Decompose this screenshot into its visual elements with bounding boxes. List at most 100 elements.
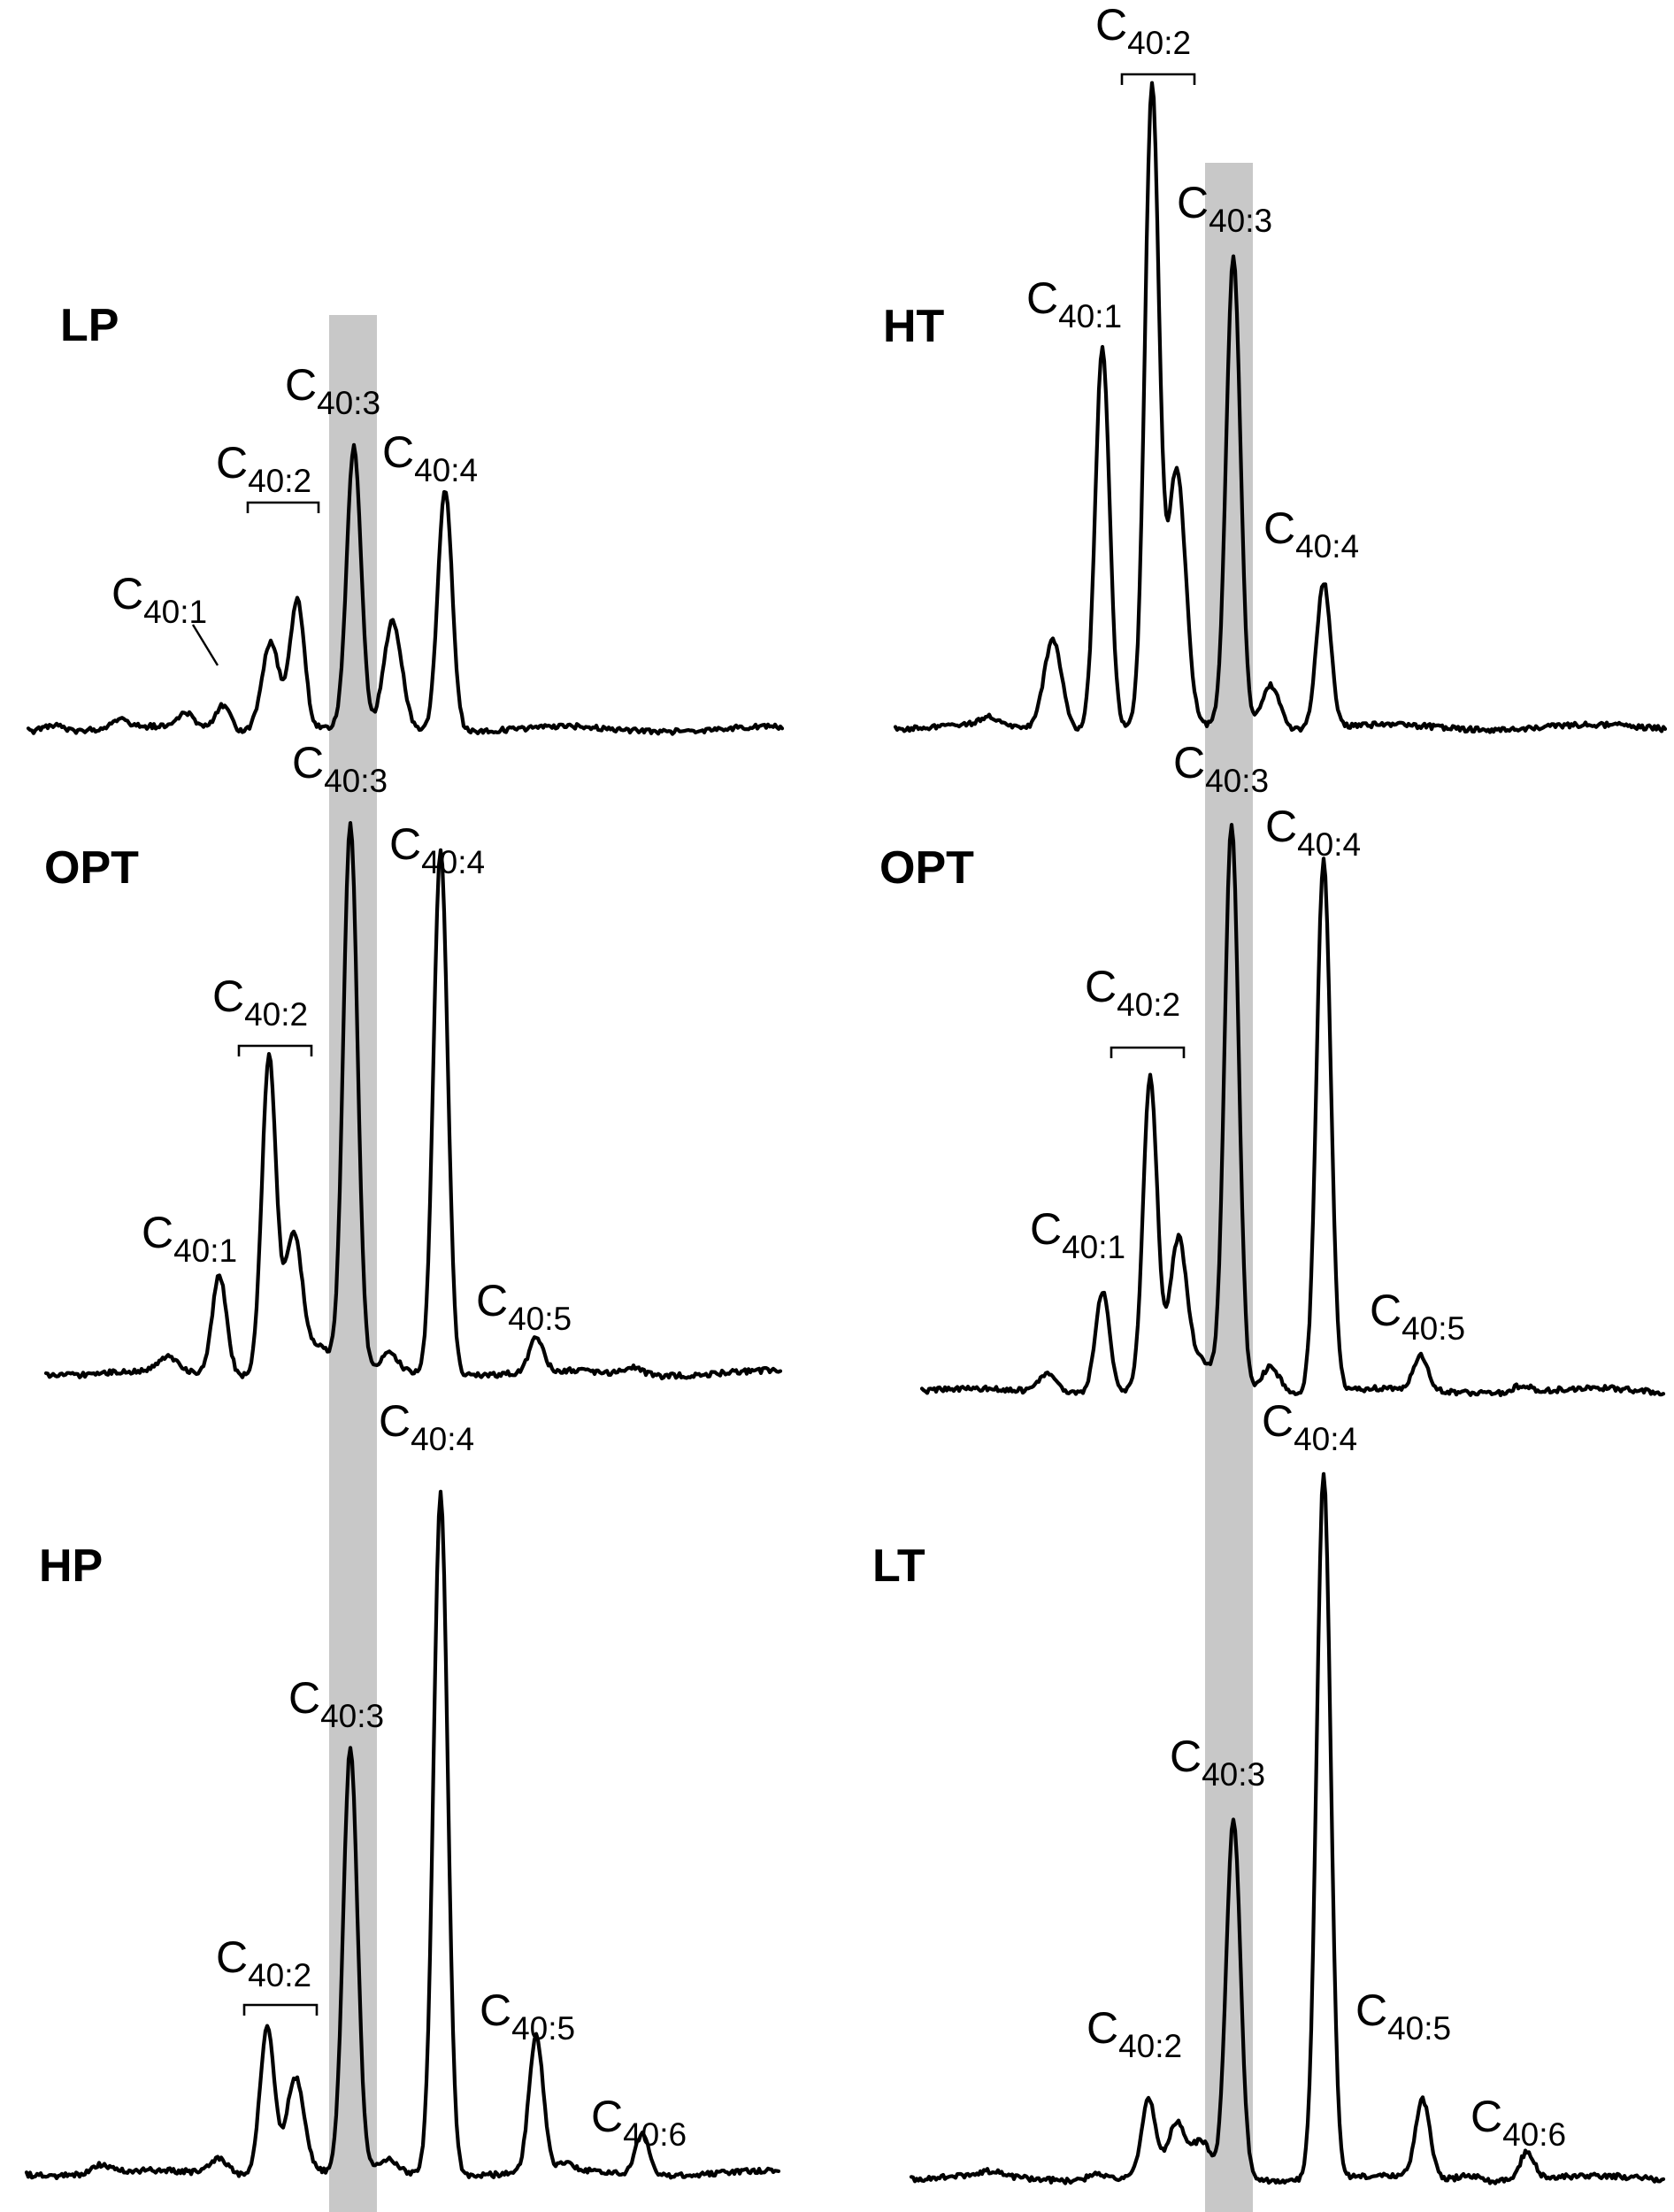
peak-label: C40:2	[1095, 0, 1191, 61]
chromatogram-trace	[893, 81, 1668, 734]
peak-label-main: C	[1370, 1286, 1401, 1335]
panel-label: HP	[39, 1540, 103, 1592]
peak-label-main: C	[1087, 2003, 1118, 2053]
peak-label-subscript: 40:6	[623, 2116, 687, 2153]
peak-label-subscript: 40:6	[1502, 2116, 1566, 2153]
peak-label: C40:3	[1170, 1732, 1265, 1793]
peak-label: C40:1	[1030, 1204, 1125, 1265]
peak-label-subscript: 40:1	[143, 594, 207, 630]
peak-label: C40:2	[212, 972, 308, 1033]
peak-label: C40:2	[1085, 962, 1180, 1023]
panels: LPC40:1C40:2C40:3C40:4OPTC40:1C40:2C40:3…	[24, 0, 1668, 2185]
peak-label-subscript: 40:3	[1205, 763, 1269, 799]
peak-label-main: C	[382, 427, 414, 477]
peak-label-main: C	[288, 1673, 320, 1723]
peak-label: C40:3	[288, 1673, 384, 1734]
peak-label-subscript: 40:5	[511, 2010, 575, 2047]
chromatogram-trace	[26, 442, 785, 736]
peak-label-subscript: 40:2	[1118, 2028, 1182, 2064]
peak-label-main: C	[1265, 802, 1297, 851]
peak-label-subscript: 40:1	[1062, 1229, 1125, 1265]
peak-label: C40:4	[389, 819, 485, 880]
peak-label-subscript: 40:4	[1297, 826, 1361, 863]
peak-label-subscript: 40:4	[421, 844, 485, 880]
peak-label-main: C	[1030, 1204, 1062, 1254]
peak-label: C40:3	[1173, 738, 1269, 799]
peak-label-main: C	[216, 438, 248, 488]
chromatogram-trace	[43, 821, 783, 1380]
peak-label-main: C	[1085, 962, 1117, 1011]
peak-label-main: C	[480, 1985, 511, 2035]
peak-bracket	[242, 2003, 319, 2016]
peak-label-main: C	[1471, 2092, 1502, 2141]
peak-label-subscript: 40:5	[1401, 1310, 1465, 1347]
peak-label-main: C	[1263, 503, 1295, 553]
peak-label-subscript: 40:4	[411, 1421, 474, 1457]
peak-label-subscript: 40:3	[320, 1698, 384, 1734]
peak-label-subscript: 40:1	[1058, 298, 1122, 334]
peak-label-main: C	[1095, 0, 1127, 50]
peak-bracket	[1120, 73, 1196, 85]
peak-label: C40:4	[379, 1396, 474, 1457]
peak-label-subscript: 40:3	[1209, 203, 1272, 239]
peak-label-main: C	[216, 1932, 248, 1982]
peak-label-main: C	[476, 1276, 508, 1325]
peak-label-main: C	[1262, 1396, 1294, 1446]
panel-label: OPT	[879, 842, 974, 894]
peak-label-main: C	[285, 360, 317, 410]
peak-bracket	[246, 501, 320, 513]
peak-label-main: C	[1355, 1985, 1387, 2035]
peak-label-subscript: 40:4	[414, 452, 478, 488]
peak-label: C40:3	[285, 360, 380, 421]
peak-label-main: C	[292, 738, 324, 787]
chromatogram-trace	[919, 823, 1666, 1398]
peak-label-subscript: 40:2	[248, 1957, 311, 1993]
peak-label-main: C	[389, 819, 421, 869]
peak-label-subscript: 40:1	[173, 1233, 237, 1269]
peak-label: C40:1	[142, 1208, 237, 1269]
peak-label-subscript: 40:2	[1127, 25, 1191, 61]
peak-label: C40:6	[1471, 2092, 1566, 2153]
peak-label: C40:5	[1355, 1985, 1451, 2047]
peak-label-main: C	[1170, 1732, 1202, 1781]
peak-label: C40:2	[1087, 2003, 1182, 2064]
peak-label: C40:5	[1370, 1286, 1465, 1347]
peak-label-subscript: 40:3	[324, 763, 388, 799]
peak-label: C40:5	[476, 1276, 572, 1337]
peak-label-main: C	[111, 569, 143, 618]
peak-label-subscript: 40:3	[1202, 1756, 1265, 1793]
peak-label-subscript: 40:3	[317, 385, 380, 421]
peak-label-main: C	[1026, 273, 1058, 323]
peak-label-main: C	[1173, 738, 1205, 787]
peak-label: C40:6	[591, 2092, 687, 2153]
peak-label: C40:2	[216, 438, 311, 499]
peak-label-main: C	[1177, 178, 1209, 227]
peak-label-subscript: 40:2	[1117, 987, 1180, 1023]
peak-leader-line	[191, 624, 219, 666]
peak-label: C40:4	[1263, 503, 1359, 565]
panel-label: OPT	[44, 842, 139, 894]
peak-label-subscript: 40:2	[248, 463, 311, 499]
peak-label-main: C	[379, 1396, 411, 1446]
peak-label: C40:4	[382, 427, 478, 488]
peak-label: C40:3	[1177, 178, 1272, 239]
peak-label: C40:3	[292, 738, 388, 799]
peak-label-main: C	[591, 2092, 623, 2141]
panel-label: LP	[60, 300, 119, 351]
peak-label-subscript: 40:2	[244, 996, 308, 1033]
peak-label-main: C	[142, 1208, 173, 1257]
peak-label: C40:2	[216, 1932, 311, 1993]
peak-label-main: C	[212, 972, 244, 1021]
peak-bracket	[1110, 1046, 1186, 1058]
peak-label: C40:4	[1265, 802, 1361, 863]
peak-bracket	[237, 1044, 313, 1056]
peak-label: C40:1	[1026, 273, 1122, 334]
peak-label-subscript: 40:4	[1294, 1421, 1357, 1457]
peak-label: C40:5	[480, 1985, 575, 2047]
